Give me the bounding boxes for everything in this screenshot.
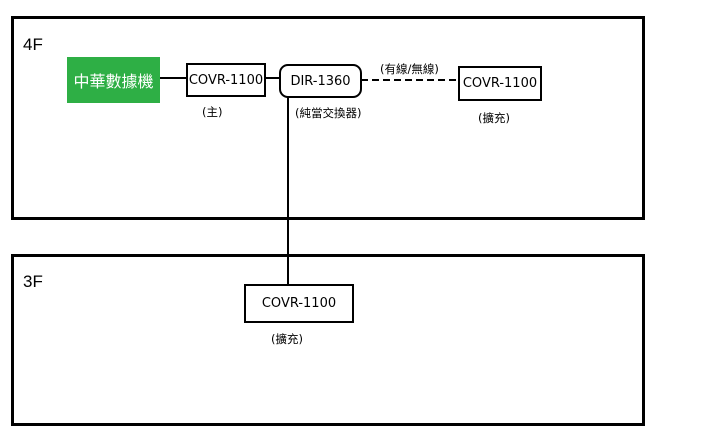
extender-4f-label: COVR-1100 xyxy=(462,76,538,91)
floor-3f-frame xyxy=(11,254,645,426)
extender-3f-device: COVR-1100 xyxy=(244,284,354,323)
extender-3f-label: COVR-1100 xyxy=(261,296,337,311)
main-node-device: COVR-1100 xyxy=(186,63,266,97)
router-device: DIR-1360 xyxy=(279,64,362,98)
router-label: DIR-1360 xyxy=(290,73,351,89)
floor-4f-label: 4F xyxy=(23,35,43,54)
main-node-label: COVR-1100 xyxy=(188,72,264,88)
extender-3f-note: (擴充) xyxy=(271,332,303,346)
extender-4f-device: COVR-1100 xyxy=(458,66,542,101)
modem-label: 中華數據機 xyxy=(73,72,154,91)
modem-device: 中華數據機 xyxy=(67,57,160,103)
extender-4f-note: (擴充) xyxy=(478,111,510,125)
main-node-note: (主) xyxy=(202,105,223,119)
floor-4f-frame xyxy=(11,16,645,220)
router-note: (純當交換器) xyxy=(295,106,362,120)
wired-wireless-label: (有線/無線) xyxy=(380,62,439,76)
floor-3f-label: 3F xyxy=(23,272,43,291)
